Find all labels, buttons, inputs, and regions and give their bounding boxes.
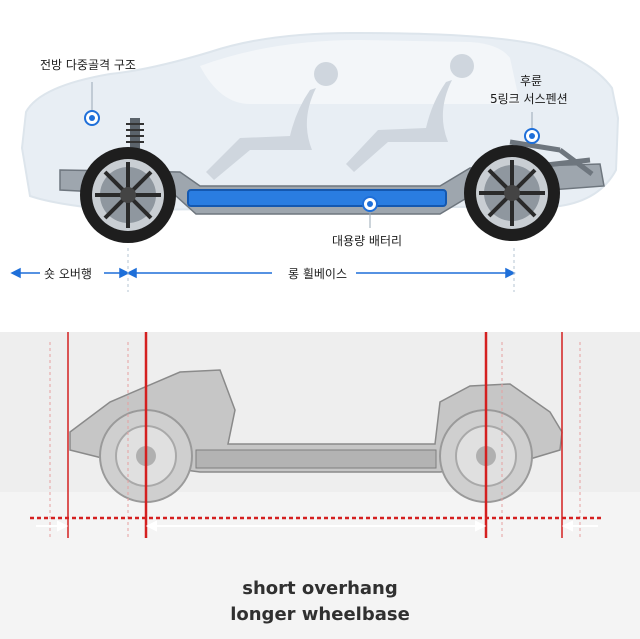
arrow-right-icon: [119, 267, 130, 279]
arrow-left-icon: [561, 520, 573, 532]
label-battery: 대용량 배터리: [332, 234, 403, 248]
bottom-panel: short overhang longer wheelbase: [0, 332, 640, 639]
label-front-structure: 전방 다중골격 구조: [40, 58, 136, 72]
caption-longer-wheelbase: longer wheelbase: [230, 604, 410, 625]
label-rear-suspension-line1: 후륜: [520, 74, 543, 88]
skateboard-frame: [69, 369, 563, 473]
hotspot-dot-icon: [524, 128, 540, 144]
front-wheel: [80, 147, 176, 243]
floor-rail: [195, 449, 437, 469]
rear-passenger: [346, 54, 474, 172]
battery-pack: [187, 189, 447, 207]
label-long-wheelbase: 롱 휠베이스: [288, 267, 348, 281]
label-rear-suspension-line2: 5링크 서스펜션: [490, 92, 568, 106]
front-passenger: [206, 62, 338, 180]
rear-wheel: [464, 145, 560, 241]
dimension-arrows-white: [36, 520, 598, 532]
car-window: [200, 40, 520, 104]
ev-cutaway-illustration: [10, 31, 620, 292]
dimension-arrows: [10, 267, 516, 279]
overhang-guides: [67, 332, 563, 538]
platform-render: [0, 332, 640, 639]
hotspot-dot-icon: [362, 196, 378, 212]
arrow-left-icon: [126, 267, 137, 279]
arrow-left-icon: [10, 267, 21, 279]
label-short-overhang: 숏 오버행: [44, 267, 92, 281]
arrow-right-icon: [505, 267, 516, 279]
top-panel: 전방 다중골격 구조 후륜 5링크 서스펜션 대용량 배터리 숏 오버행 롱 휠…: [0, 0, 640, 318]
caption-short-overhang: short overhang: [242, 578, 398, 599]
arrow-right-icon: [57, 520, 69, 532]
arrow-left-icon: [145, 520, 157, 532]
hotspot-dot-icon: [84, 110, 100, 126]
arrow-right-icon: [475, 520, 487, 532]
